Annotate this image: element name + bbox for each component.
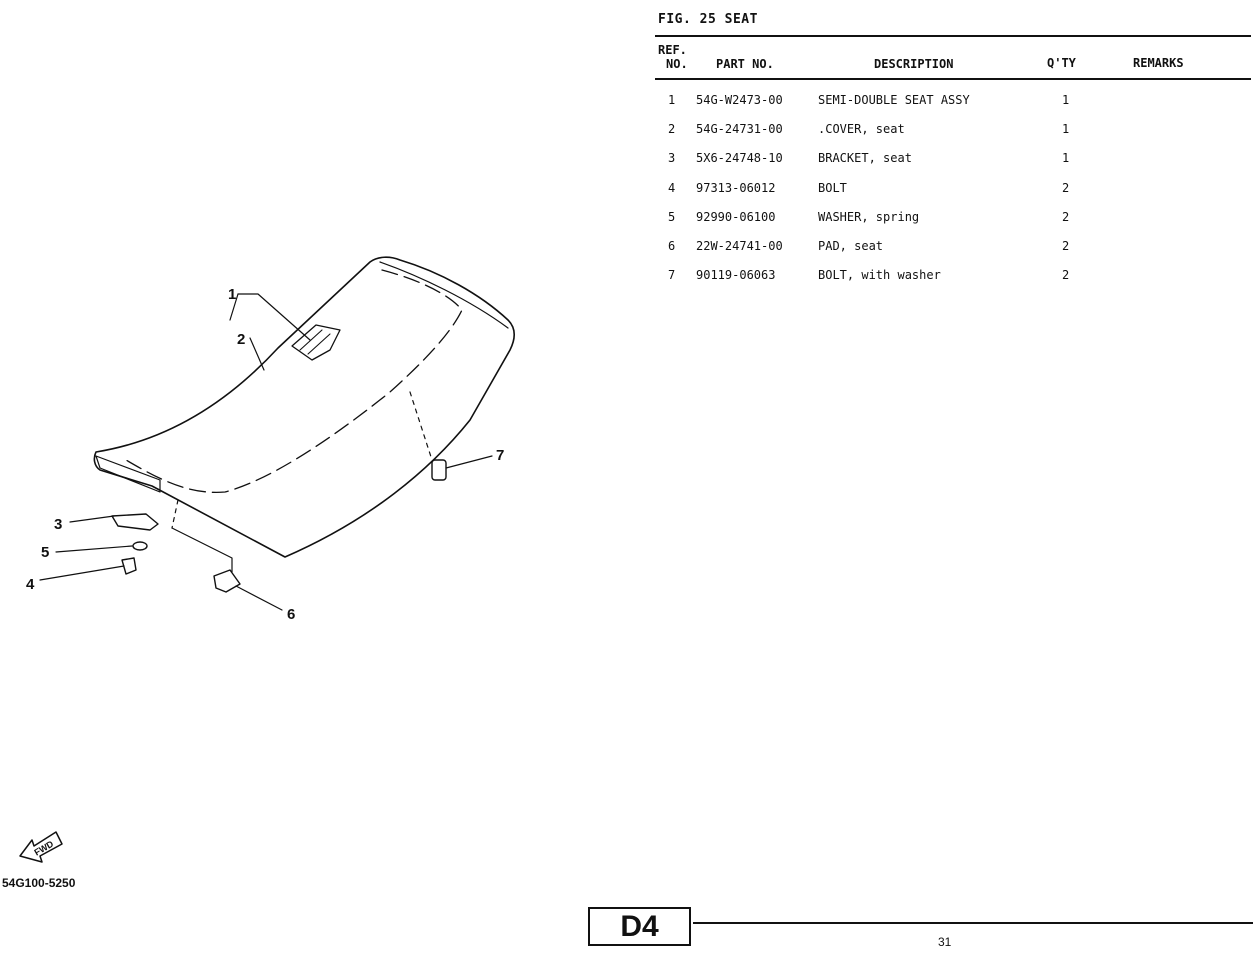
table-row-qty: 2	[1062, 210, 1070, 224]
seat-front-hook	[95, 455, 161, 493]
table-row-part-no: 54G-24731-00	[696, 122, 783, 136]
fwd-label: FWD	[32, 838, 55, 857]
callout-2: 2	[237, 331, 245, 348]
table-row-ref: 2	[668, 122, 676, 136]
section-code-box: D4	[588, 907, 691, 946]
callout-6: 6	[287, 606, 295, 623]
part-6-pad	[213, 569, 241, 593]
table-row-qty: 2	[1062, 268, 1070, 282]
header-rule	[655, 78, 1251, 80]
part-3-bracket	[111, 513, 159, 531]
table-row-description: BRACKET, seat	[818, 151, 912, 165]
table-row-description: BOLT	[818, 181, 847, 195]
table-row-qty: 1	[1062, 122, 1070, 136]
part-4-bolt	[121, 557, 137, 575]
seat-hinge	[291, 324, 341, 361]
seat-outline	[93, 256, 516, 558]
table-row-qty: 2	[1062, 239, 1070, 253]
table-row-part-no: 92990-06100	[696, 210, 776, 224]
table-row-qty: 1	[1062, 151, 1070, 165]
table-row-description: PAD, seat	[818, 239, 884, 253]
table-row-description: BOLT, with washer	[818, 268, 941, 282]
seat-exploded-diagram: 1 2 3 4 5 6 7	[26, 256, 516, 623]
table-row-ref: 6	[668, 239, 676, 253]
figure-title: FIG. 25 SEAT	[658, 12, 758, 27]
table-row-ref: 3	[668, 151, 676, 165]
table-row-description: WASHER, spring	[818, 210, 920, 224]
table-row-qty: 1	[1062, 93, 1070, 107]
header-ref-line1: REF.	[658, 43, 687, 57]
table-row-part-no: 22W-24741-00	[696, 239, 783, 253]
header-qty: Q'TY	[1047, 56, 1076, 70]
table-row-part-no: 5X6-24748-10	[696, 151, 783, 165]
callout-7: 7	[496, 447, 504, 464]
table-row-qty: 2	[1062, 181, 1070, 195]
header-remarks: REMARKS	[1133, 56, 1184, 70]
table-row-description: SEMI-DOUBLE SEAT ASSY	[818, 93, 970, 107]
table-row-part-no: 54G-W2473-00	[696, 93, 783, 107]
callout-3: 3	[54, 516, 62, 533]
table-row-ref: 7	[668, 268, 676, 282]
header-ref-line2: NO.	[666, 57, 688, 71]
table-row-part-no: 90119-06063	[696, 268, 776, 282]
footer-rule	[693, 922, 1253, 924]
table-row-ref: 1	[668, 93, 676, 107]
table-row-ref: 4	[668, 181, 676, 195]
page-number: 31	[938, 935, 952, 949]
table-row-part-no: 97313-06012	[696, 181, 776, 195]
callout-4: 4	[26, 576, 35, 593]
fwd-arrow-icon: FWD	[19, 831, 63, 863]
part-7-bolt	[431, 459, 447, 481]
seat-inner-edge	[379, 261, 509, 329]
callout-5: 5	[41, 544, 49, 561]
header-part-no: PART NO.	[716, 57, 774, 71]
title-rule	[655, 35, 1251, 37]
callout-1: 1	[228, 286, 236, 303]
table-row-description: .COVER, seat	[818, 122, 905, 136]
seat-seam-dashed	[125, 269, 463, 494]
part-5-washer	[132, 541, 148, 551]
header-description: DESCRIPTION	[874, 57, 954, 71]
table-row-ref: 5	[668, 210, 676, 224]
catalog-code: 54G100-5250	[2, 876, 76, 890]
